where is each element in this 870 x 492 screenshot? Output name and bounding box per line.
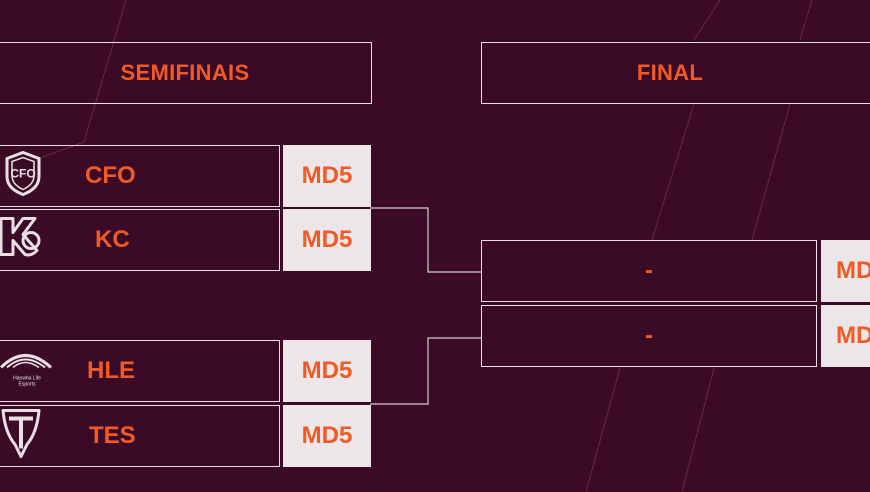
background-line: [39, 141, 85, 159]
score-label: MD5: [301, 422, 353, 449]
hle-logo-text: Hanwha Life Esports: [13, 375, 41, 388]
score-label: MD5: [301, 226, 353, 253]
team-name: HLE: [87, 357, 135, 384]
final-team-placeholder: -: [645, 257, 653, 284]
final-team-placeholder: -: [645, 322, 653, 349]
final-slot-2[interactable]: -: [481, 305, 817, 367]
background-line: [799, 0, 813, 41]
kc-logo-icon: [0, 213, 45, 268]
semifinal-team-hle[interactable]: Hanwha Life Esports HLE: [0, 340, 280, 402]
score-label: MD: [836, 257, 870, 284]
tes-logo-icon: [0, 407, 45, 466]
final-header-label: FINAL: [636, 60, 704, 85]
score-label: MD5: [301, 162, 353, 189]
background-line: [693, 0, 721, 41]
semifinal-score-kc: MD5: [283, 209, 371, 271]
semifinal-score-cfo: MD5: [283, 145, 371, 207]
background-line: [651, 103, 695, 241]
background-line: [751, 103, 791, 241]
final-header: FINAL: [481, 42, 870, 104]
background-line: [681, 367, 715, 492]
final-score-1: MD: [821, 240, 870, 302]
semifinal-team-cfo[interactable]: CFO CFO: [0, 145, 280, 207]
final-score-2: MD: [821, 305, 870, 367]
cfo-logo-icon: CFO: [0, 149, 47, 204]
hle-logo-icon: Hanwha Life Esports: [0, 346, 53, 397]
score-label: MD: [836, 322, 870, 349]
semifinal-score-tes: MD5: [283, 405, 371, 467]
semifinals-header: SEMIFINAIS: [0, 42, 372, 104]
score-label: MD5: [301, 357, 353, 384]
team-name: KC: [95, 226, 130, 253]
svg-text:CFO: CFO: [10, 167, 35, 181]
team-name: TES: [89, 422, 136, 449]
semifinal-score-hle: MD5: [283, 340, 371, 402]
background-line: [585, 367, 621, 492]
semifinal-team-tes[interactable]: TES: [0, 405, 280, 467]
semifinals-header-label: SEMIFINAIS: [120, 60, 250, 85]
semifinal-team-kc[interactable]: KC: [0, 209, 280, 271]
team-name: CFO: [85, 162, 136, 189]
background-line: [83, 0, 127, 143]
final-slot-1[interactable]: -: [481, 240, 817, 302]
